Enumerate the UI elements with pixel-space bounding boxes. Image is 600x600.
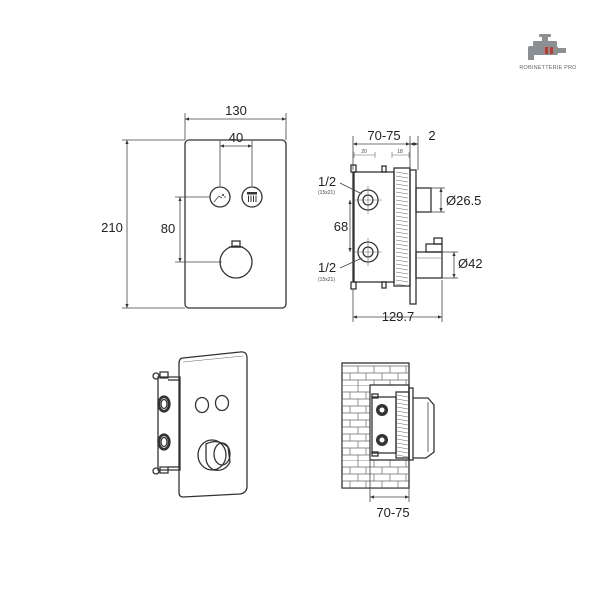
hand-shower-icon <box>213 194 226 203</box>
iso-knob <box>197 439 231 471</box>
isometric-view <box>152 351 248 498</box>
upper-inlet-spec: (15x21) <box>318 190 335 196</box>
vertical-spacing-dimension: 80 <box>161 221 175 236</box>
faceplate-outline <box>184 139 287 309</box>
width-dimension: 130 <box>225 103 247 118</box>
hand-shower-button <box>209 186 231 208</box>
push-button-side <box>415 187 432 213</box>
brand-logo: ROBINETTERIE PRO <box>508 30 588 80</box>
lower-inlet <box>354 238 382 266</box>
height-dimension: 210 <box>101 220 123 235</box>
iso-faceplate <box>178 351 248 498</box>
button-spacing-dimension: 40 <box>229 130 243 145</box>
inlet-spacing-dimension: 68 <box>334 219 348 234</box>
small-dimension-right: 18 <box>397 149 403 155</box>
upper-inlet <box>354 186 382 214</box>
thermostatic-knob-icon <box>219 240 253 279</box>
overhead-shower-button <box>241 186 263 208</box>
side-depth-dimension: 70-75 <box>367 128 400 143</box>
knob-side <box>415 237 443 279</box>
install-upper-inlet <box>376 404 388 416</box>
lower-inlet-size: 1/2 <box>318 260 336 275</box>
front-view: 130 40 210 80 <box>101 103 287 309</box>
knob-diameter-dimension: Ø42 <box>458 256 483 271</box>
total-depth-dimension: 129.7 <box>382 309 415 324</box>
iso-button-left <box>194 396 210 414</box>
install-depth-dimension: 70-75 <box>376 505 409 520</box>
installation-view: 70-75 <box>341 362 435 520</box>
small-dimension-left: 20 <box>361 149 367 155</box>
iso-lower-inlet <box>157 433 171 451</box>
faceplate-edge <box>409 169 417 305</box>
side-view: 70-75 2 20 18 <box>318 128 483 324</box>
overhead-shower-icon <box>247 192 257 202</box>
install-lower-inlet <box>376 434 388 446</box>
brand-name: ROBINETTERIE PRO <box>519 65 577 71</box>
button-diameter-dimension: Ø26.5 <box>446 193 481 208</box>
valve-body <box>353 171 395 283</box>
lower-inlet-spec: (15x21) <box>318 277 335 283</box>
offset-dimension: 2 <box>428 128 435 143</box>
upper-inlet-size: 1/2 <box>318 174 336 189</box>
iso-button-right <box>214 394 230 412</box>
faucet-logo-icon: ROBINETTERIE PRO <box>519 34 577 71</box>
iso-upper-inlet <box>157 395 171 413</box>
